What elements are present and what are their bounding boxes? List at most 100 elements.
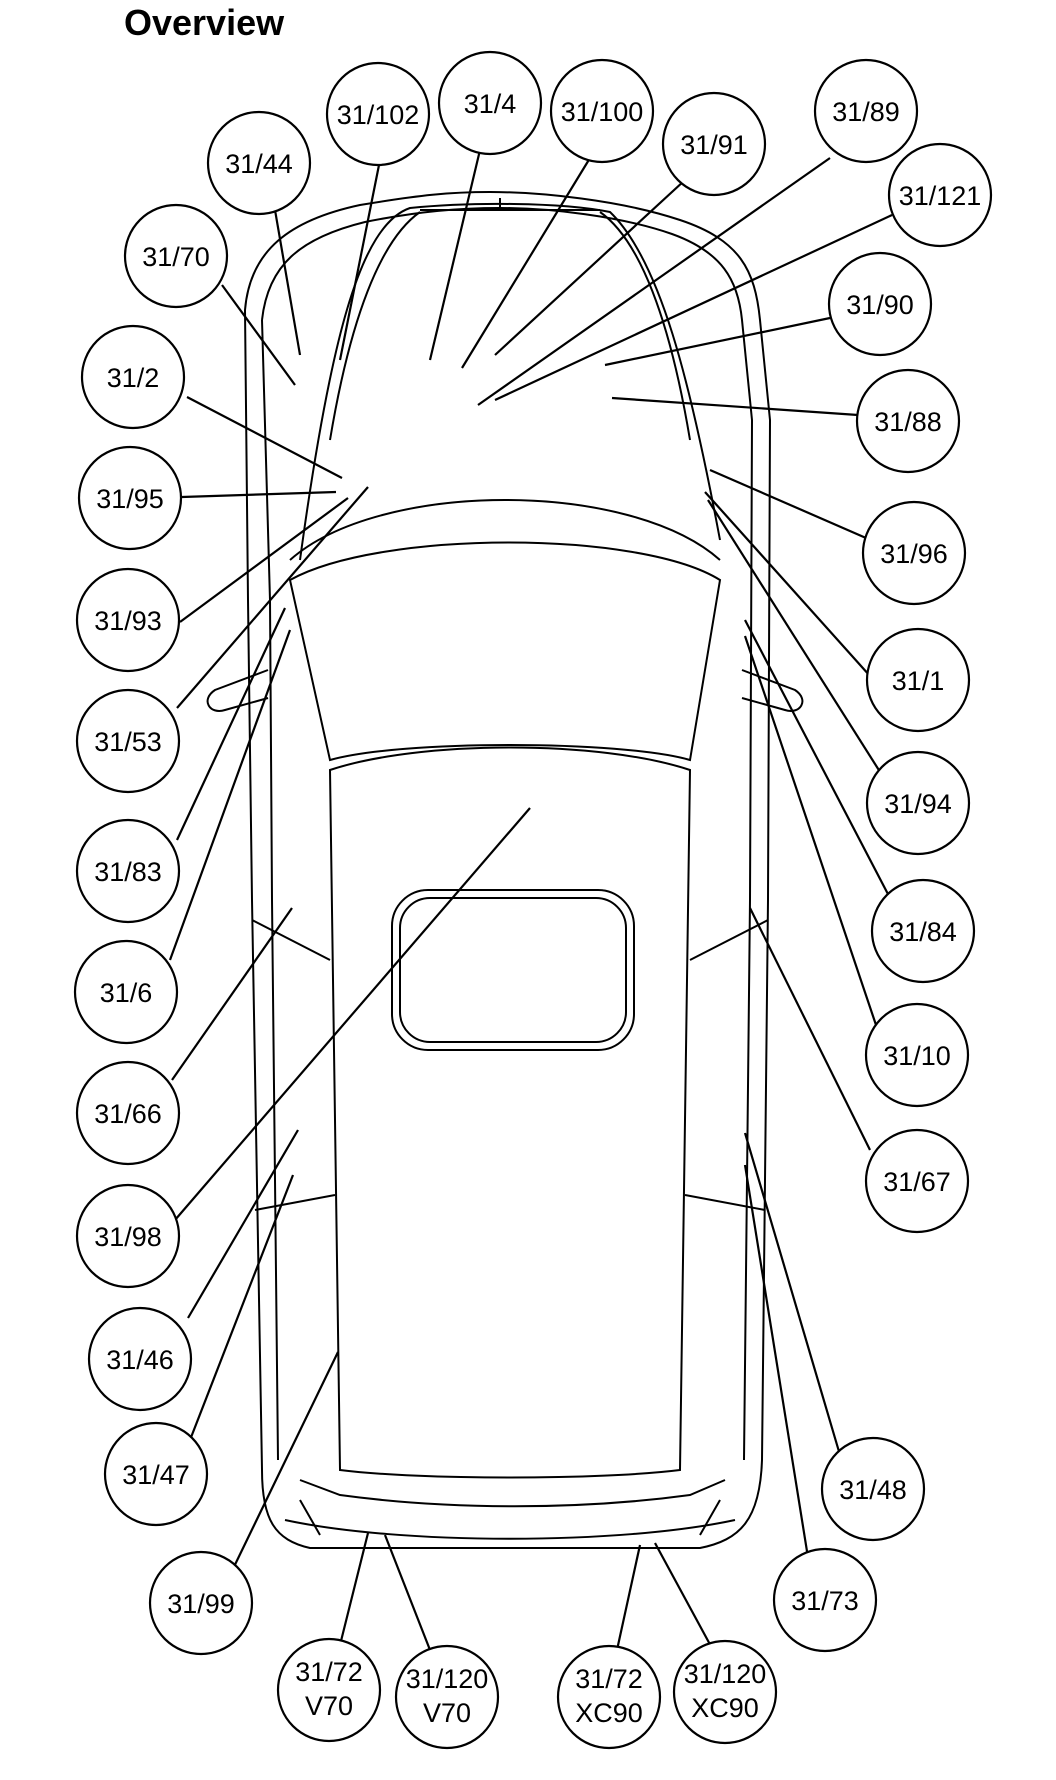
leader-31-84 xyxy=(744,619,891,899)
callout-label: 31/89 xyxy=(832,97,900,127)
front-right-door-line xyxy=(689,919,769,961)
callout-31-10: 31/10 xyxy=(864,1002,970,1108)
leader-31-99 xyxy=(229,1351,339,1576)
callout-label: 31/99 xyxy=(167,1589,235,1619)
callout-31-44: 31/44 xyxy=(206,110,312,216)
car-top-view xyxy=(206,190,804,1549)
callout-label: 31/47 xyxy=(122,1460,190,1490)
callout-31-88: 31/88 xyxy=(855,368,961,474)
leader-31-83 xyxy=(176,607,286,841)
callout-bubble xyxy=(75,567,181,673)
leader-31-96 xyxy=(709,468,867,540)
callout-label: 31/102 xyxy=(337,100,420,130)
callout-label: 31/53 xyxy=(94,727,162,757)
leader-31-72-v70 xyxy=(338,1532,370,1646)
callout-bubble xyxy=(276,1637,382,1743)
callout-label: 31/1 xyxy=(892,666,945,696)
hood-crease-right xyxy=(599,211,691,441)
leader-lines xyxy=(168,149,893,1651)
leader-31-66 xyxy=(171,907,293,1081)
callout-sublabel: XC90 xyxy=(691,1693,759,1723)
rear-left-door-line xyxy=(254,1194,336,1211)
leader-31-90 xyxy=(604,316,831,367)
callout-bubble xyxy=(87,1306,193,1412)
callout-sublabel: XC90 xyxy=(575,1698,643,1728)
callout-bubble xyxy=(672,1639,778,1745)
callout-label: 31/91 xyxy=(680,130,748,160)
callout-31-102: 31/102 xyxy=(325,61,431,167)
callout-label: 31/120 xyxy=(406,1664,489,1694)
callout-bubble xyxy=(80,324,186,430)
leader-31-46 xyxy=(187,1129,299,1319)
leader-31-1 xyxy=(704,491,871,677)
callout-31-98: 31/98 xyxy=(75,1183,181,1289)
callout-label: 31/121 xyxy=(899,181,982,211)
leader-31-89 xyxy=(477,157,831,406)
callout-label: 31/94 xyxy=(884,789,952,819)
callout-label: 31/72 xyxy=(295,1657,363,1687)
rear-right-door-line xyxy=(684,1194,766,1211)
callout-31-121: 31/121 xyxy=(887,142,993,248)
callout-31-53: 31/53 xyxy=(75,688,181,794)
callout-bubble xyxy=(123,203,229,309)
callout-31-66: 31/66 xyxy=(75,1060,181,1166)
callout-label: 31/44 xyxy=(225,149,293,179)
callout-31-4: 31/4 xyxy=(437,50,543,156)
front-grille xyxy=(420,198,600,211)
callout-bubble xyxy=(865,627,971,733)
leader-31-44 xyxy=(273,209,302,356)
callout-bubble xyxy=(661,91,767,197)
callout-label: 31/93 xyxy=(94,606,162,636)
callout-label: 31/66 xyxy=(94,1099,162,1129)
leader-31-4 xyxy=(428,149,482,361)
callout-31-100: 31/100 xyxy=(549,58,655,164)
callout-label: 31/48 xyxy=(839,1475,907,1505)
callout-31-70: 31/70 xyxy=(123,203,229,309)
leader-31-48 xyxy=(743,1132,842,1456)
front-left-door-line xyxy=(251,919,331,961)
callout-31-94: 31/94 xyxy=(865,750,971,856)
callout-label: 31/10 xyxy=(883,1041,951,1071)
callout-31-67: 31/67 xyxy=(864,1128,970,1234)
callout-bubble xyxy=(394,1644,500,1750)
callout-bubble xyxy=(556,1644,662,1750)
callout-bubble xyxy=(77,445,183,551)
leader-31-91 xyxy=(494,179,686,356)
callout-label: 31/4 xyxy=(464,89,517,119)
windshield xyxy=(288,541,722,762)
leader-31-102 xyxy=(338,159,382,361)
callout-label: 31/88 xyxy=(874,407,942,437)
callout-31-2: 31/2 xyxy=(80,324,186,430)
callout-bubble xyxy=(73,939,179,1045)
callout-bubble xyxy=(75,688,181,794)
callout-label: 31/90 xyxy=(846,290,914,320)
callout-31-46: 31/46 xyxy=(87,1306,193,1412)
sunroof-inner xyxy=(399,897,627,1043)
sunroof xyxy=(391,889,635,1051)
car-body-inner-left xyxy=(261,319,279,1461)
callout-31-95: 31/95 xyxy=(77,445,183,551)
callout-bubble xyxy=(75,1183,181,1289)
callout-label: 31/120 xyxy=(684,1659,767,1689)
leader-31-121 xyxy=(494,214,893,401)
callout-31-89: 31/89 xyxy=(813,58,919,164)
callout-31-48: 31/48 xyxy=(820,1436,926,1542)
callout-bubble xyxy=(772,1547,878,1653)
callout-bubble xyxy=(549,58,655,164)
callout-bubble xyxy=(887,142,993,248)
callout-label: 31/72 xyxy=(575,1664,643,1694)
callout-31-84: 31/84 xyxy=(870,878,976,984)
callout-sublabel: V70 xyxy=(305,1691,353,1721)
leader-31-70 xyxy=(221,284,296,386)
callout-31-47: 31/47 xyxy=(103,1421,209,1527)
callout-sublabel: V70 xyxy=(423,1698,471,1728)
callout-label: 31/2 xyxy=(107,363,160,393)
hood-crease-left xyxy=(329,211,421,441)
leader-31-95 xyxy=(181,490,337,499)
callout-bubble xyxy=(75,1060,181,1166)
leader-31-120-xc90 xyxy=(654,1542,714,1651)
right-mirror xyxy=(741,669,804,712)
